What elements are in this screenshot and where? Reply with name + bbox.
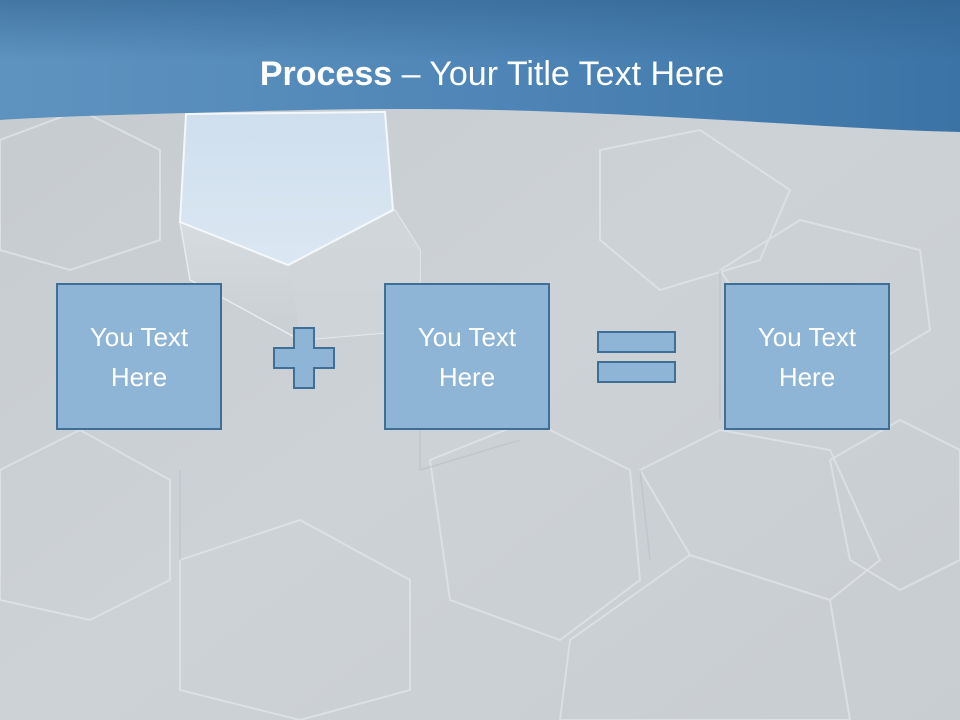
process-box-3: You Text Here — [724, 283, 890, 430]
slide-title: Process – Your Title Text Here — [0, 50, 960, 98]
process-box-1-text: You Text Here — [89, 321, 189, 392]
process-box-2: You Text Here — [384, 283, 550, 430]
title-rest: – Your Title Text Here — [392, 55, 725, 93]
process-box-1: You Text Here — [56, 283, 222, 430]
title-bold: Process — [259, 55, 393, 93]
plus-icon — [273, 327, 335, 389]
process-box-3-text: You Text Here — [757, 321, 857, 392]
process-box-2-text: You Text Here — [417, 321, 517, 392]
equals-icon — [597, 331, 676, 383]
